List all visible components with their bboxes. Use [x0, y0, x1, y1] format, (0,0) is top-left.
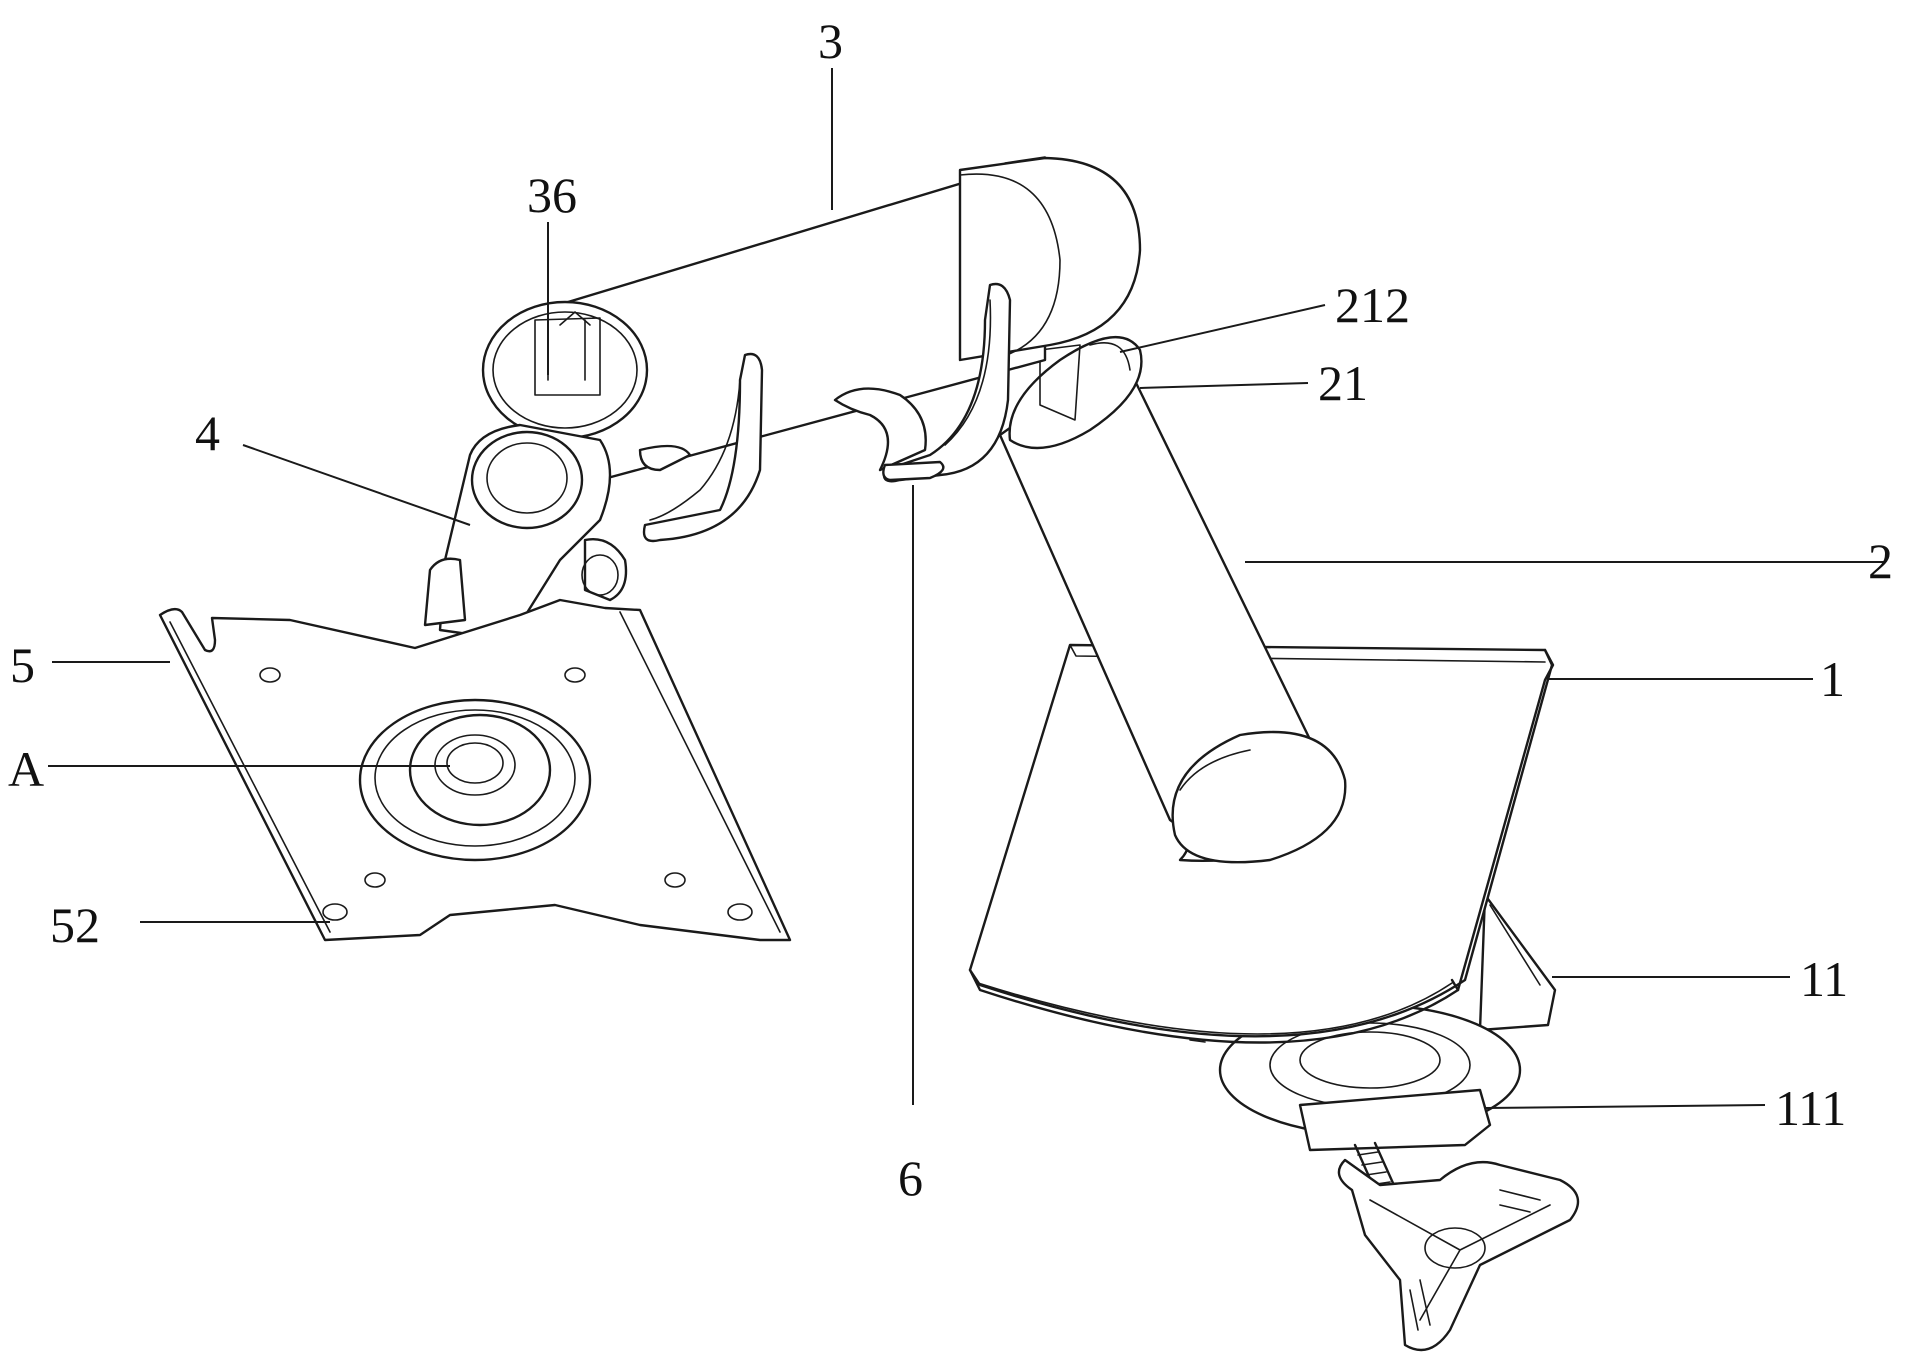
center-boss	[358, 698, 592, 862]
label-52: 52	[50, 897, 100, 953]
label-5: 5	[10, 637, 35, 693]
desk-clamp	[1218, 893, 1580, 1352]
label-111: 111	[1775, 1080, 1846, 1136]
label-21: 21	[1318, 355, 1368, 411]
label-212: 212	[1335, 277, 1410, 333]
label-36: 36	[527, 167, 577, 223]
label-3: 3	[818, 13, 843, 69]
cable-clips	[638, 282, 1012, 543]
leader-lines	[48, 68, 1885, 1109]
label-4: 4	[195, 405, 220, 461]
tilt-joint	[423, 423, 628, 642]
clamp-knob	[1337, 1158, 1580, 1352]
vesa-plate	[158, 598, 792, 942]
label-11: 11	[1800, 951, 1848, 1007]
label-A: A	[8, 741, 44, 797]
column-arm	[998, 336, 1347, 864]
label-6: 6	[898, 1150, 923, 1206]
label-2: 2	[1868, 533, 1893, 589]
reference-labels: 3 36 212 21 4 2 5 1 A 52 11 6 111	[8, 13, 1893, 1206]
label-1: 1	[1820, 651, 1845, 707]
